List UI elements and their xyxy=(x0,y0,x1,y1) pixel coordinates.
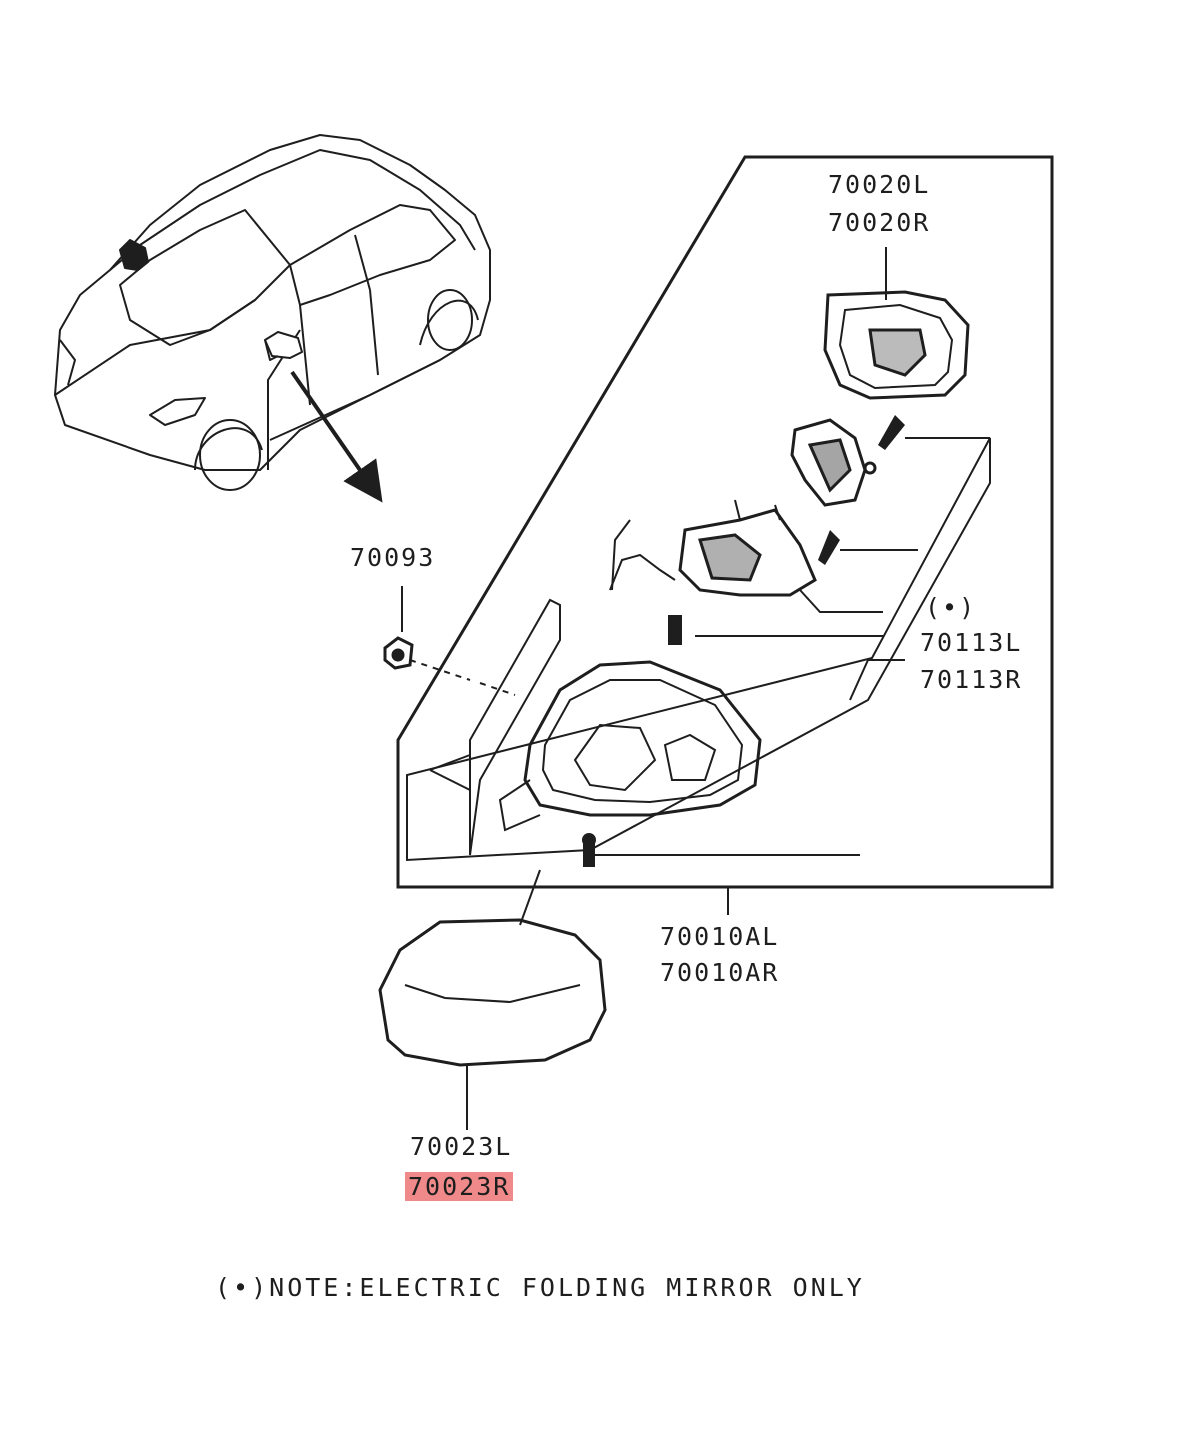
label-motor-r: 70113R xyxy=(920,665,1023,694)
label-motor-l: 70113L xyxy=(920,628,1023,657)
label-cover-l: 70023L xyxy=(410,1132,513,1161)
direction-arrow xyxy=(290,370,383,503)
label-mirror-assy-r: 70010AR xyxy=(660,958,780,987)
folding-motor-part xyxy=(609,499,817,597)
label-mirror-glass-r: 70020R xyxy=(828,208,931,237)
mirror-cover-part xyxy=(378,918,607,1067)
label-mirror-glass-l: 70020L xyxy=(828,170,931,199)
leader-lines xyxy=(401,247,990,1130)
nut-part xyxy=(383,636,414,670)
label-cover-r-highlighted: 70023R xyxy=(405,1172,514,1202)
car-illustration xyxy=(54,134,491,491)
mirror-housing-part xyxy=(429,598,762,856)
actuator-part xyxy=(790,418,877,507)
assembly-frame xyxy=(396,155,1054,889)
label-nut: 70093 xyxy=(350,543,436,572)
highlighted-part-number: 70023R xyxy=(405,1172,514,1201)
label-mirror-assy-l: 70010AL xyxy=(660,922,780,951)
screws xyxy=(582,415,905,867)
mirror-glass-part xyxy=(823,290,970,400)
label-motor-marker: (•) xyxy=(925,593,977,622)
footnote: (•)NOTE:ELECTRIC FOLDING MIRROR ONLY xyxy=(215,1273,865,1302)
